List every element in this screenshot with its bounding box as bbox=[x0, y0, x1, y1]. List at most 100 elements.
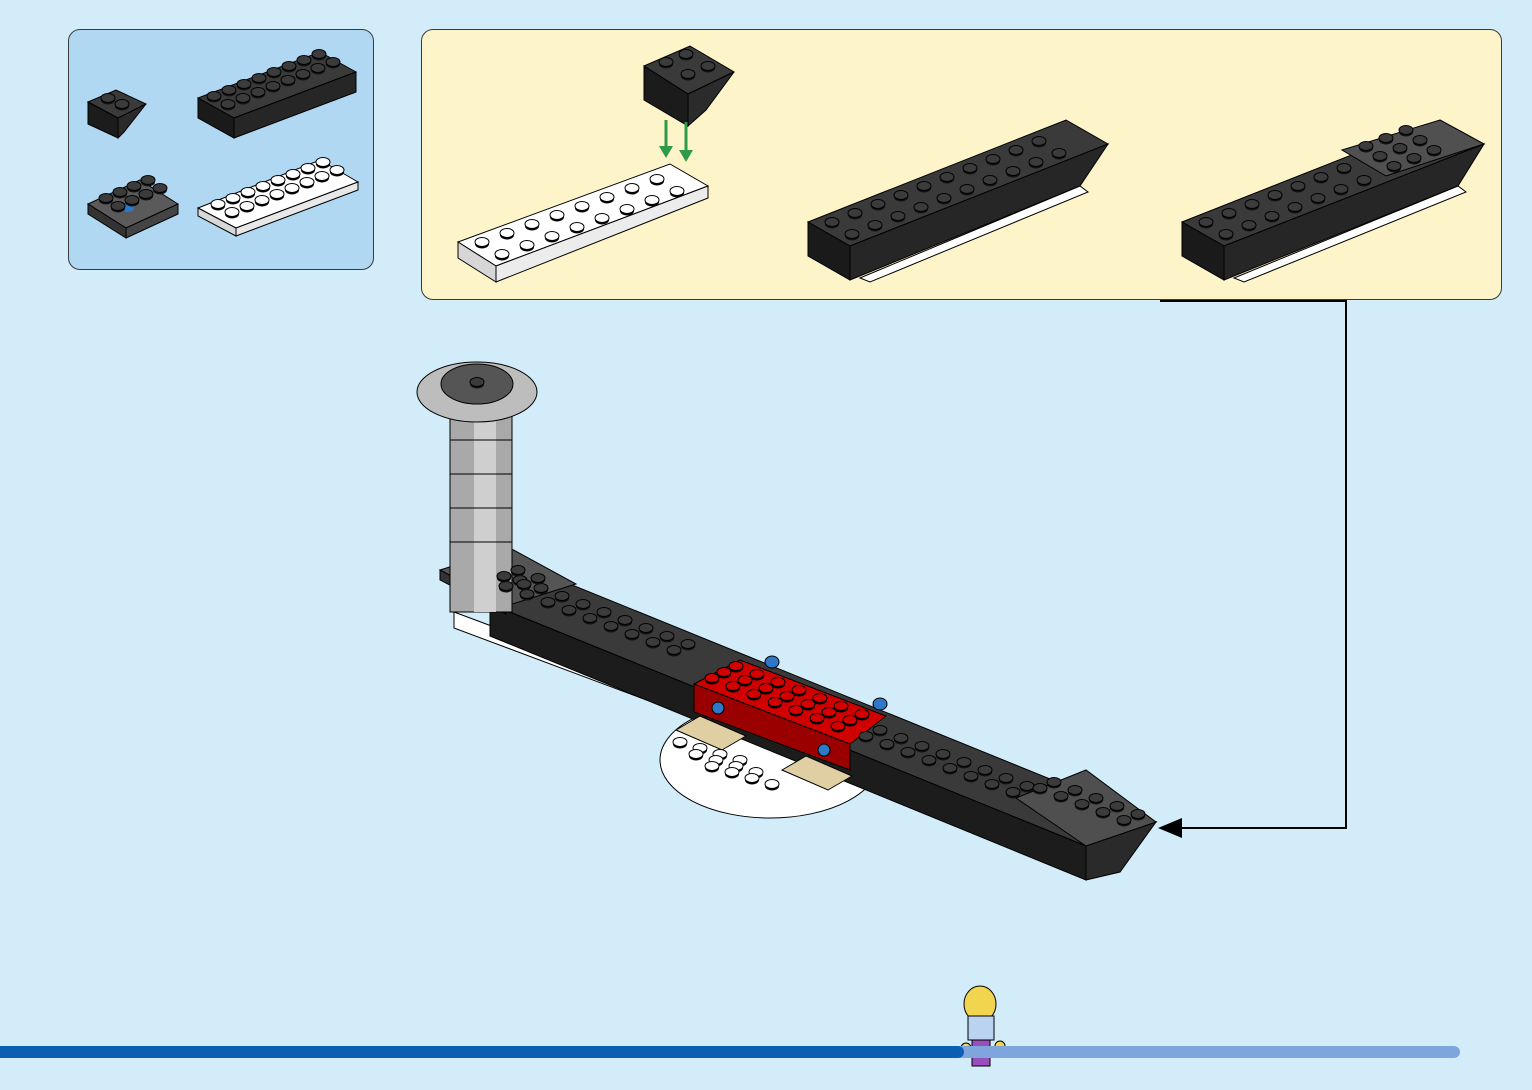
stud bbox=[1379, 134, 1393, 145]
stud bbox=[1096, 808, 1110, 819]
stud bbox=[915, 742, 929, 753]
stud bbox=[894, 734, 908, 745]
stud bbox=[236, 94, 250, 105]
stud bbox=[541, 598, 555, 609]
stud bbox=[241, 188, 255, 199]
stud bbox=[914, 203, 928, 214]
step1-black-slope bbox=[644, 46, 734, 126]
stud bbox=[1052, 149, 1066, 160]
stud bbox=[618, 616, 632, 627]
stud bbox=[1245, 200, 1259, 211]
stud bbox=[859, 732, 873, 743]
stud bbox=[1413, 136, 1427, 147]
stud bbox=[499, 582, 513, 593]
stud bbox=[237, 80, 251, 91]
stud bbox=[211, 200, 225, 211]
stud bbox=[957, 758, 971, 769]
stud bbox=[153, 184, 167, 195]
stud bbox=[894, 191, 908, 202]
stud bbox=[99, 194, 113, 205]
stud bbox=[1268, 191, 1282, 202]
stud bbox=[1219, 230, 1233, 241]
stud bbox=[940, 173, 954, 184]
stud bbox=[222, 86, 236, 97]
stud bbox=[1373, 152, 1387, 163]
stud bbox=[845, 230, 859, 241]
stud bbox=[963, 164, 977, 175]
stud bbox=[1314, 173, 1328, 184]
stud bbox=[301, 164, 315, 175]
stud bbox=[1334, 185, 1348, 196]
stud bbox=[127, 182, 141, 193]
part-slope-black bbox=[88, 90, 146, 138]
stud bbox=[495, 250, 509, 261]
step3-black-wing bbox=[1182, 120, 1484, 282]
stud bbox=[1131, 810, 1145, 821]
stud bbox=[936, 750, 950, 761]
stud bbox=[297, 56, 311, 67]
stud bbox=[705, 762, 719, 773]
stud bbox=[1387, 162, 1401, 173]
stud bbox=[780, 692, 794, 703]
blue-pin bbox=[712, 702, 724, 714]
stud bbox=[813, 694, 827, 705]
stud bbox=[475, 238, 489, 249]
stud bbox=[1399, 126, 1413, 137]
stud bbox=[1222, 209, 1236, 220]
stud bbox=[1075, 800, 1089, 811]
stud bbox=[497, 572, 511, 583]
stud bbox=[311, 64, 325, 75]
callout-arrowhead bbox=[1158, 818, 1182, 838]
stud bbox=[843, 716, 857, 727]
stud bbox=[978, 766, 992, 777]
stud bbox=[891, 212, 905, 223]
stud bbox=[1311, 194, 1325, 205]
stud bbox=[545, 232, 559, 243]
stud bbox=[810, 714, 824, 725]
stud bbox=[645, 196, 659, 207]
stud bbox=[1199, 218, 1213, 229]
stud bbox=[1117, 816, 1131, 827]
blue-pin bbox=[765, 656, 779, 668]
stud bbox=[1068, 786, 1082, 797]
stud bbox=[985, 780, 999, 791]
stud bbox=[1009, 146, 1023, 157]
stud bbox=[880, 740, 894, 751]
stud bbox=[1291, 182, 1305, 193]
stud bbox=[620, 205, 634, 216]
stud bbox=[922, 756, 936, 767]
stud bbox=[125, 196, 139, 207]
stud bbox=[868, 221, 882, 232]
stud bbox=[646, 638, 660, 649]
stud bbox=[256, 182, 270, 193]
stud bbox=[1427, 146, 1441, 157]
stud bbox=[871, 200, 885, 211]
stud bbox=[570, 223, 584, 234]
stud bbox=[1337, 164, 1351, 175]
stud bbox=[750, 670, 764, 681]
stud bbox=[765, 780, 779, 791]
stud bbox=[282, 62, 296, 73]
stud bbox=[296, 70, 310, 81]
stud bbox=[520, 241, 534, 252]
stud bbox=[315, 172, 329, 183]
stud bbox=[726, 682, 740, 693]
main-model bbox=[417, 362, 1156, 880]
step1-white-plate bbox=[458, 164, 708, 282]
stud bbox=[1407, 154, 1421, 165]
stud bbox=[286, 170, 300, 181]
stud bbox=[300, 178, 314, 189]
stud bbox=[1006, 167, 1020, 178]
stud bbox=[511, 566, 525, 577]
stud bbox=[1020, 782, 1034, 793]
stud bbox=[667, 646, 681, 657]
stud bbox=[562, 606, 576, 617]
stud bbox=[207, 92, 221, 103]
stud bbox=[738, 676, 752, 687]
stud bbox=[1032, 137, 1046, 148]
stud bbox=[725, 768, 739, 779]
stud bbox=[281, 76, 295, 87]
stud bbox=[789, 706, 803, 717]
stud bbox=[226, 194, 240, 205]
stud bbox=[531, 574, 545, 585]
